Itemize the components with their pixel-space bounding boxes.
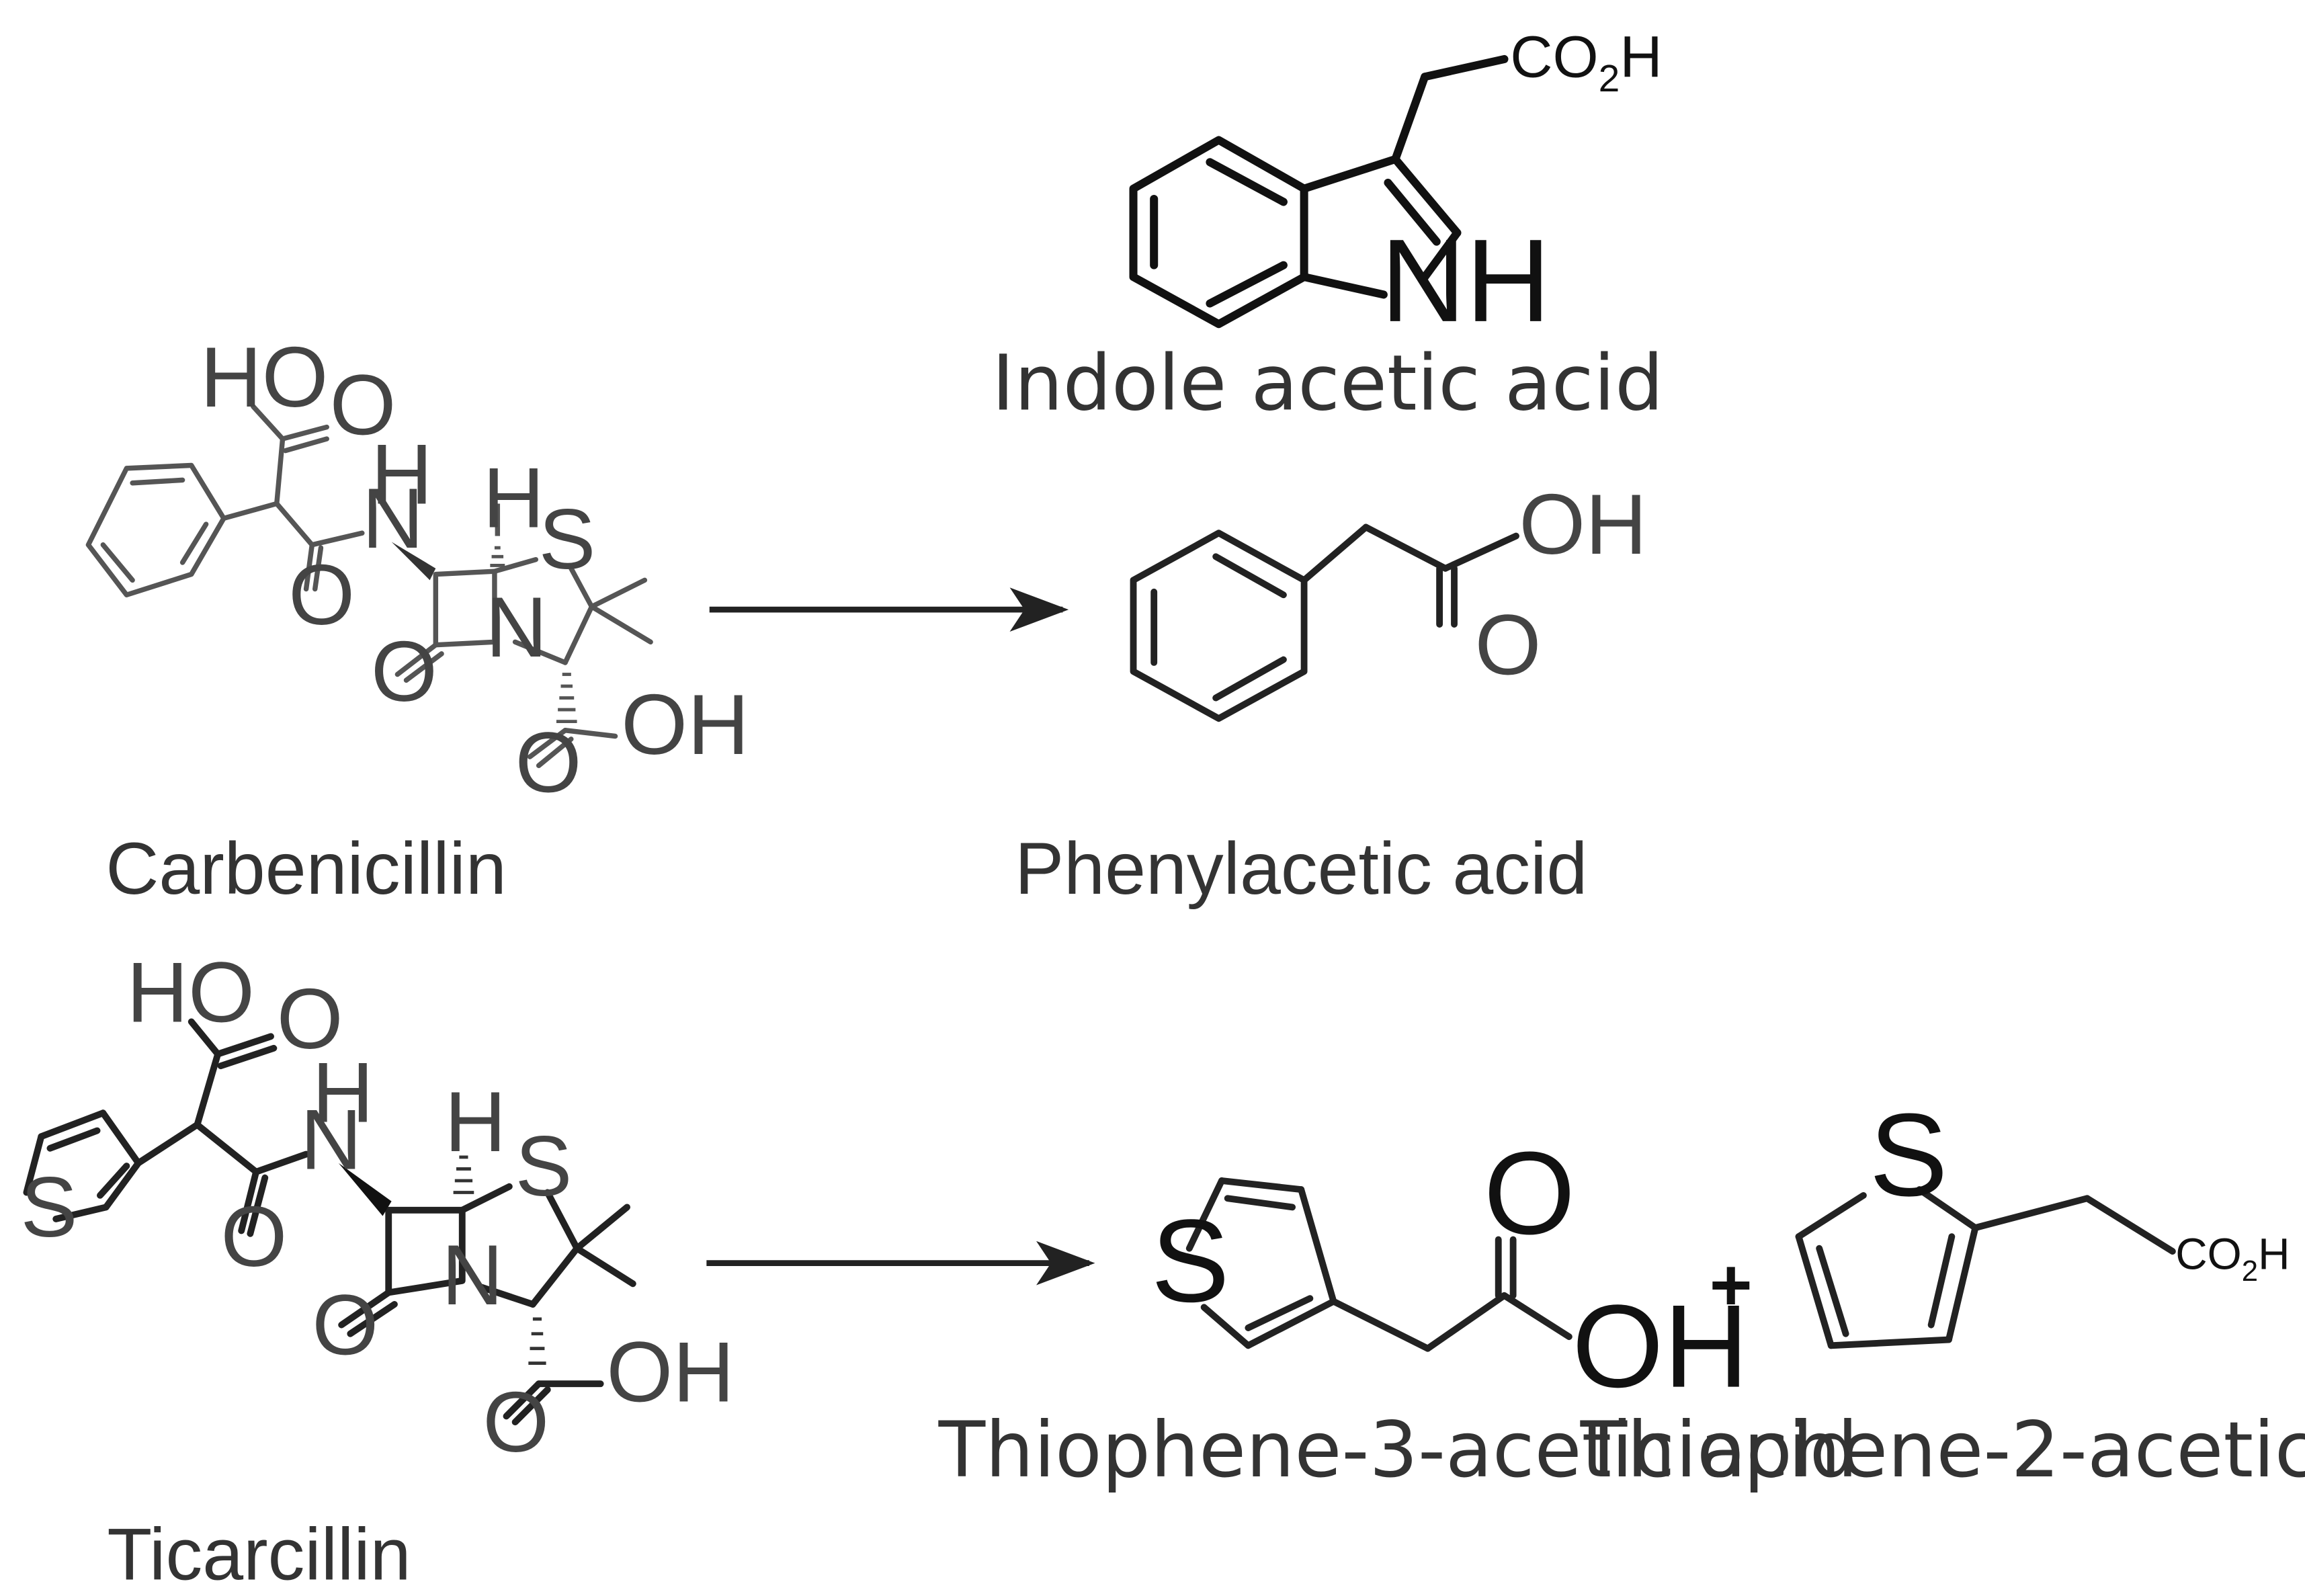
o-acid-label: O (277, 971, 343, 1066)
n-amide-label: N (300, 1091, 362, 1187)
s-label: S (515, 1118, 573, 1214)
ho-label: HO (126, 944, 255, 1040)
o-label: O (1484, 1128, 1575, 1259)
indole-acetic-acid-structure: CO2H NH (1129, 24, 1663, 347)
oh-label: OH (606, 1325, 735, 1420)
ho-label: HO (200, 329, 329, 425)
o-acid-label: O (330, 357, 396, 452)
oh-label: OH (1572, 1281, 1749, 1413)
o-lactam-label: O (312, 1277, 378, 1372)
indole-acetic-acid-caption: Indole acetic acid (992, 338, 1663, 427)
oh-label: OH (621, 677, 749, 772)
s-label: S (1870, 1089, 1948, 1221)
carbenicillin-caption: Carbenicillin (106, 828, 506, 910)
o-lactam-label: O (371, 624, 437, 719)
thiophene-2-acetic-acid-caption: Thiophene-2-acetic acid (1580, 1405, 2305, 1495)
thiophene-3-acetic-acid-caption: Thiophene-3-acetic acid (938, 1405, 1858, 1495)
carbenicillin-structure: HO O H N H S O N O O OH (85, 329, 749, 810)
thiophene-2-acetic-acid-structure: S CO2H (1795, 1089, 2290, 1349)
o-carboxyl-label: O (515, 715, 582, 810)
plus-sign: + (1710, 1245, 1753, 1327)
phenylacetic-acid-caption: Phenylacetic acid (1015, 828, 1587, 910)
co2h-label: CO2H (2175, 1229, 2290, 1288)
s-label: S (1151, 1195, 1230, 1327)
nh-label: NH (1380, 215, 1550, 347)
o-amide-label: O (288, 547, 355, 642)
s-thiophene-label: S (21, 1159, 78, 1255)
o-amide-label: O (221, 1189, 288, 1284)
phenylacetic-acid-structure: OH O (1130, 476, 1647, 722)
h-ring-label: H (444, 1074, 506, 1169)
ticarcillin-caption: Ticarcillin (107, 1514, 411, 1596)
n-ring-label: N (442, 1227, 503, 1322)
n-ring-label: N (486, 579, 548, 675)
oh-label: OH (1519, 476, 1647, 572)
thiophene-3-acetic-acid-structure: S O OH (1151, 1128, 1749, 1413)
h-amide-label: H (371, 426, 433, 521)
s-label: S (539, 491, 596, 587)
n-amide-label: N (362, 470, 424, 566)
o-carboxyl-label: O (483, 1374, 549, 1470)
ticarcillin-structure: HO O S H N H S O N O O OH (21, 944, 735, 1470)
h-amide-label: H (312, 1044, 374, 1140)
co2h-label: CO2H (1510, 24, 1662, 100)
o-label: O (1475, 597, 1542, 693)
h-ring-label: H (483, 450, 544, 545)
